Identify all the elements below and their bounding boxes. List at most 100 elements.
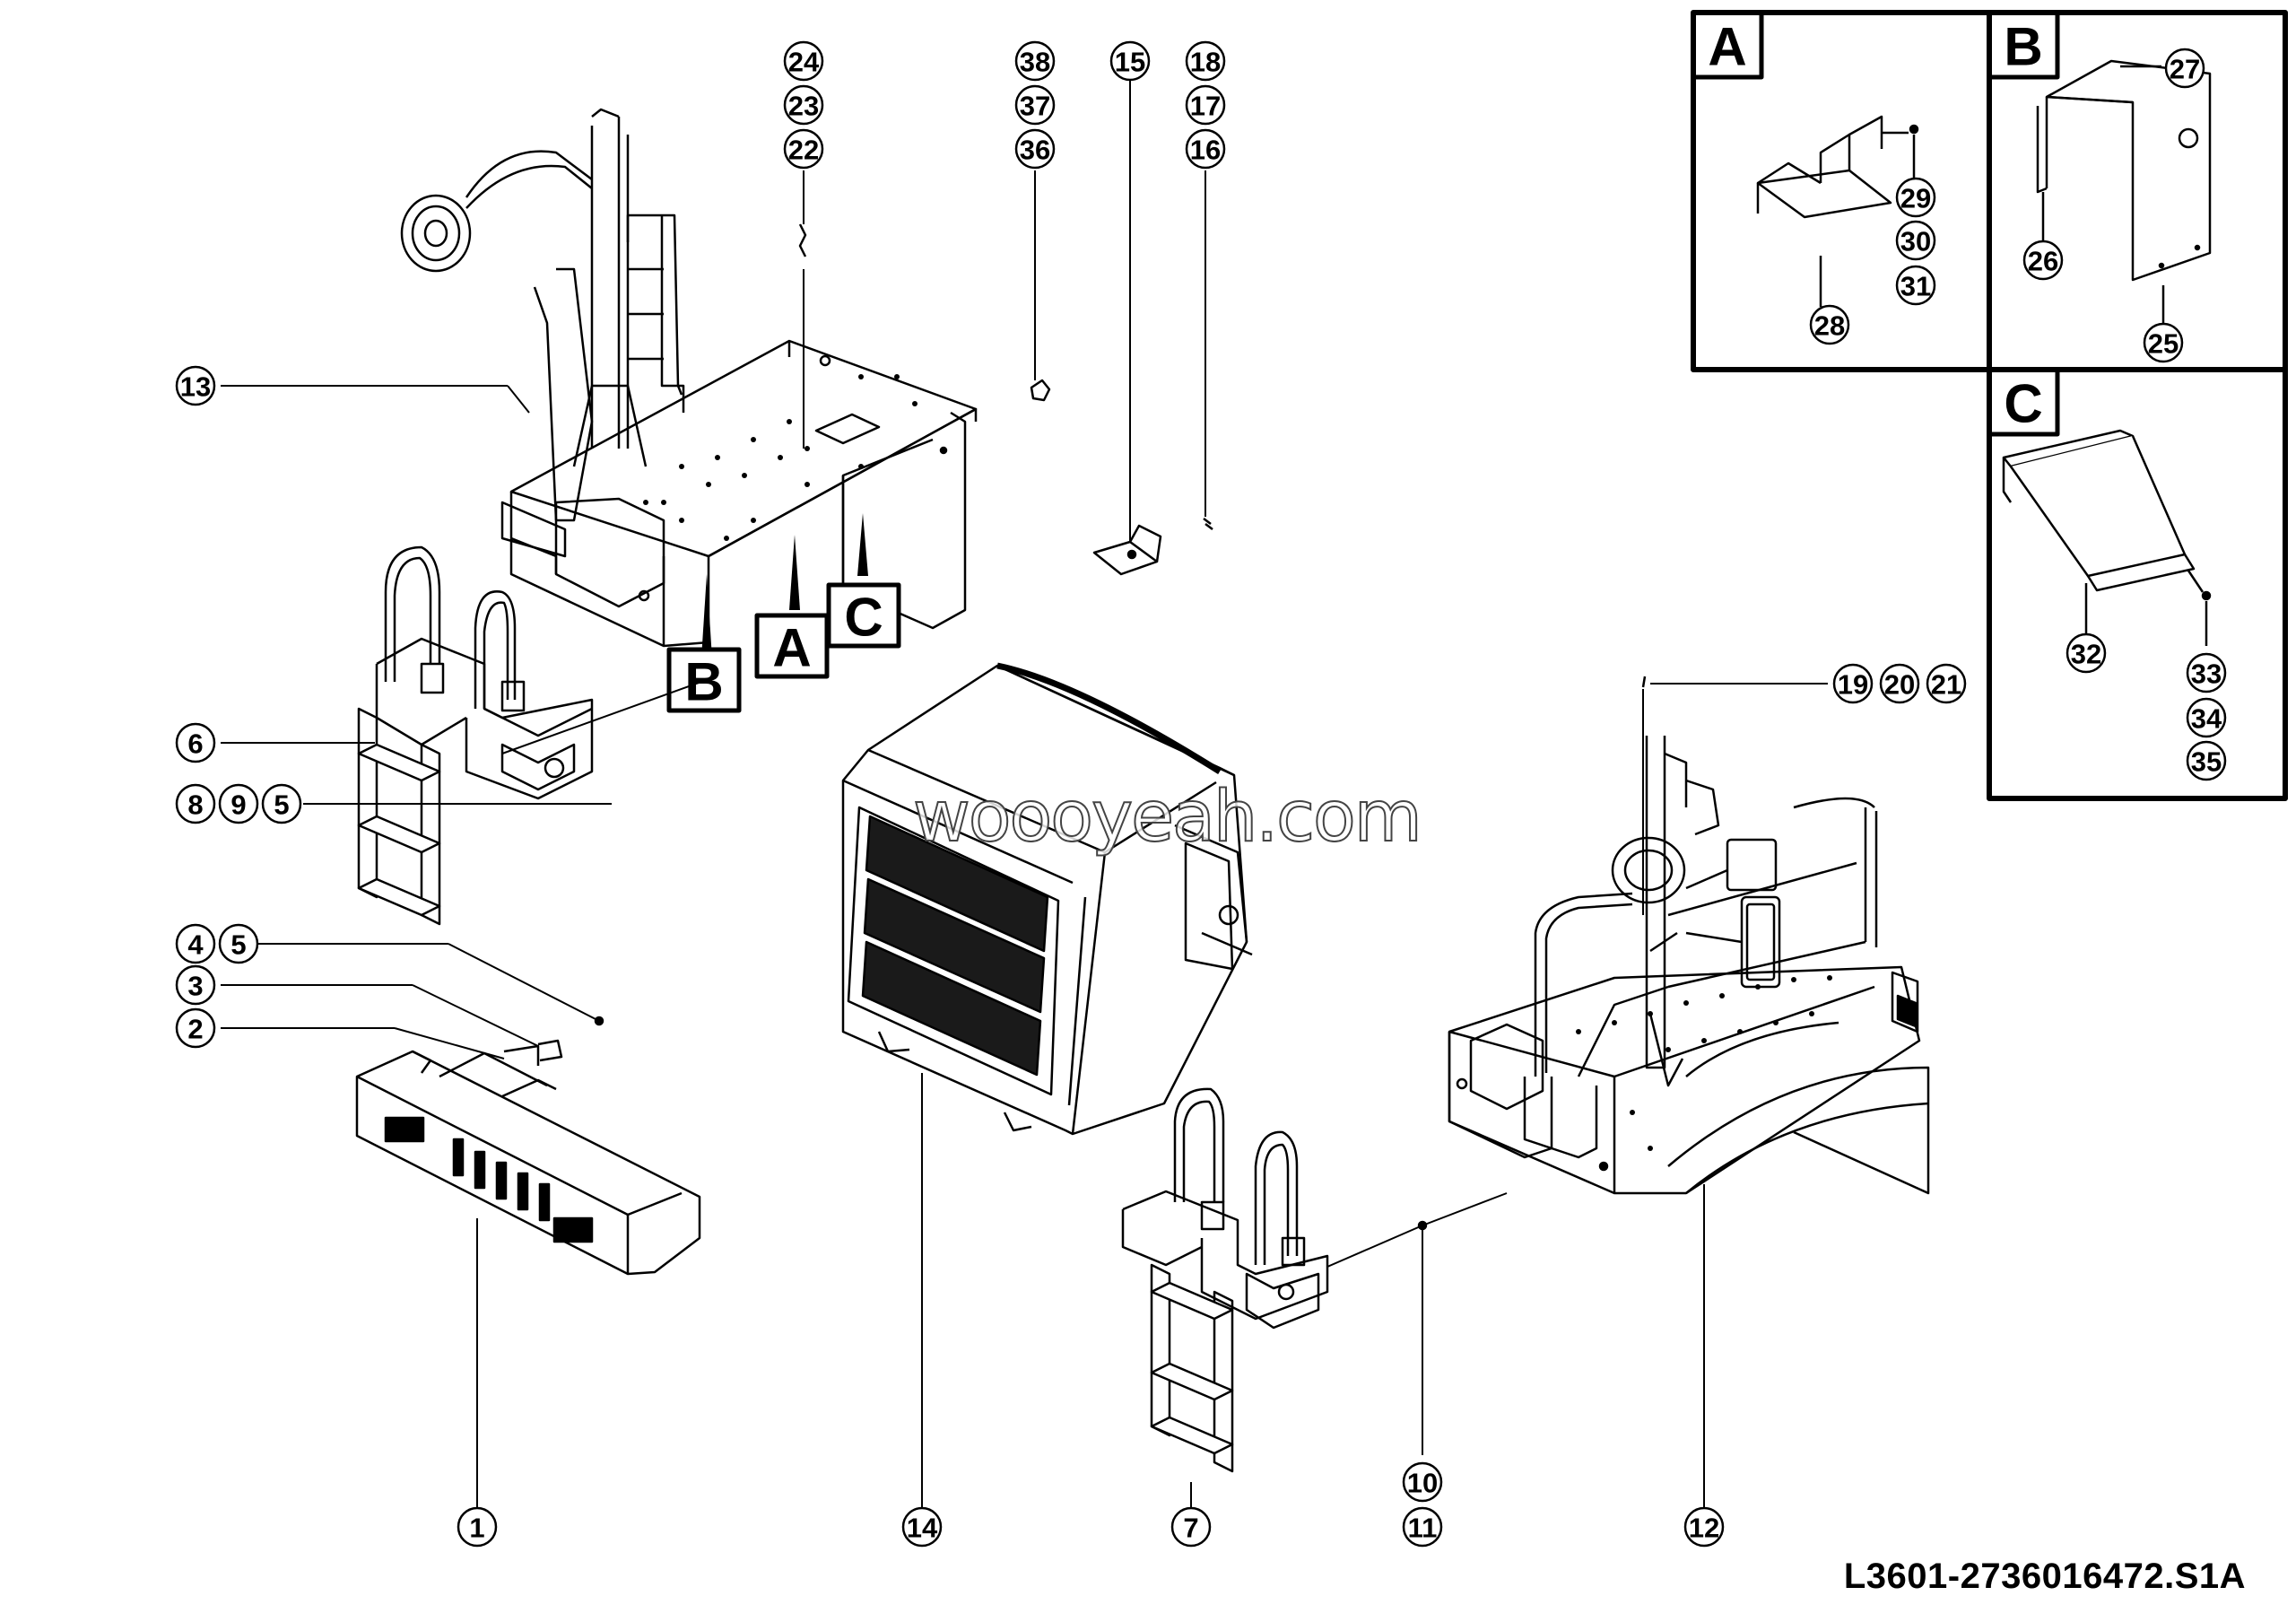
callout-circle-13	[175, 365, 216, 406]
callout-circle-25	[2143, 322, 2184, 363]
callout-circle-2	[175, 1007, 216, 1049]
callout-circle-27	[2164, 48, 2205, 89]
callout-circle-28	[1809, 304, 1850, 345]
callout-label-37: 37	[1020, 91, 1050, 122]
callout-label-3: 3	[187, 971, 203, 1002]
bolt-22	[798, 223, 807, 257]
callout-circle-9	[218, 783, 259, 824]
callout-label-26: 26	[2028, 246, 2058, 277]
radiator-guard	[841, 662, 1253, 1136]
callout-circle-32	[2066, 632, 2107, 674]
detail-view-c	[1987, 367, 2288, 801]
callout-label-1: 1	[469, 1513, 484, 1544]
callout-label-2: 2	[187, 1014, 203, 1045]
callout-label-16: 16	[1190, 135, 1221, 166]
callout-circle-17	[1185, 84, 1226, 126]
leader-lines	[221, 81, 1828, 1507]
callout-label-22: 22	[788, 135, 819, 166]
callout-label-34: 34	[2191, 703, 2222, 735]
rear-frame	[1448, 736, 1930, 1195]
callout-circle-21	[1926, 663, 1967, 704]
callout-circle-26	[2022, 240, 2064, 281]
callout-circle-14	[901, 1506, 943, 1548]
callout-circle-30	[1895, 220, 1936, 261]
detail-letter-a: A	[1708, 17, 1746, 77]
detail-view-a	[1691, 10, 1992, 372]
callout-label-28: 28	[1814, 310, 1845, 342]
callout-circle-29	[1895, 177, 1936, 218]
bracket-15	[1092, 518, 1213, 576]
callout-label-33: 33	[2191, 658, 2222, 690]
callout-label-30: 30	[1900, 226, 1931, 257]
callout-circle-24	[783, 40, 824, 82]
left-step-ladder	[357, 545, 594, 926]
callout-label-23: 23	[788, 91, 819, 122]
callout-circle-23	[783, 84, 824, 126]
view-marker-b-box	[666, 647, 742, 713]
bolt-19	[1641, 676, 1647, 688]
front-bumper	[355, 1050, 701, 1276]
callout-label-11: 11	[1408, 1513, 1438, 1544]
right-step-ladder	[1121, 1087, 1329, 1473]
callout-circle-5	[261, 783, 302, 824]
callout-circle-37	[1014, 84, 1056, 126]
callout-label-8: 8	[187, 789, 203, 821]
callout-label-29: 29	[1900, 183, 1931, 214]
callout-circle-1	[457, 1506, 498, 1548]
callout-label-12: 12	[1689, 1513, 1719, 1544]
watermark: woooyeah.com	[912, 776, 1423, 859]
callout-label-27: 27	[2170, 54, 2200, 85]
callout-circle-22	[783, 128, 824, 170]
callout-label-15: 15	[1115, 47, 1145, 78]
callout-circle-20	[1879, 663, 1920, 704]
view-marker-b: B	[684, 652, 723, 712]
callout-circle-12	[1683, 1506, 1725, 1548]
view-marker-a: A	[772, 618, 811, 678]
callout-circle-10	[1402, 1461, 1443, 1503]
plug-36	[1030, 379, 1051, 402]
callout-circle-15	[1109, 40, 1151, 82]
callout-circle-35	[2186, 740, 2227, 781]
view-marker-c-box	[826, 582, 901, 649]
callout-label-24: 24	[788, 47, 820, 78]
callout-label-19: 19	[1838, 669, 1868, 701]
callout-label-20: 20	[1884, 669, 1915, 701]
view-marker-c: C	[844, 588, 883, 648]
callout-label-4: 4	[187, 929, 204, 961]
callout-label-13: 13	[180, 371, 211, 403]
callout-label-10: 10	[1407, 1468, 1438, 1499]
callout-circle-38	[1014, 40, 1056, 82]
view-marker-leaders	[701, 513, 868, 658]
frame-platform	[400, 108, 978, 648]
callout-label-18: 18	[1190, 47, 1221, 78]
callout-label-6: 6	[187, 728, 203, 760]
callout-circle-3	[175, 964, 216, 1006]
callout-circle-36	[1014, 128, 1056, 170]
drawing-code: L3601-2736016472.S1A	[1843, 1557, 2246, 1596]
callout-circle-34	[2186, 697, 2227, 738]
callout-label-32: 32	[2071, 639, 2101, 670]
callout-label-14: 14	[907, 1513, 938, 1544]
callout-label-36: 36	[1020, 135, 1050, 166]
callout-circle-4	[175, 923, 216, 964]
callout-label-9: 9	[230, 789, 246, 821]
callout-label-7: 7	[1183, 1513, 1198, 1544]
callout-circle-8	[175, 783, 216, 824]
detail-letter-b: B	[2004, 17, 2042, 77]
callout-label-35: 35	[2191, 746, 2222, 778]
callout-label-25: 25	[2148, 328, 2179, 360]
callout-circle-16	[1185, 128, 1226, 170]
callout-circle-31	[1895, 265, 1936, 306]
detail-letter-c: C	[2004, 374, 2042, 434]
callout-circle-19	[1832, 663, 1874, 704]
callout-circle-5	[218, 923, 259, 964]
callout-label-5: 5	[230, 929, 246, 961]
callout-label-38: 38	[1020, 47, 1050, 78]
callout-label-17: 17	[1190, 91, 1221, 122]
callout-circle-6	[175, 722, 216, 763]
bumper-brackets	[503, 1016, 604, 1066]
callout-circle-11	[1402, 1506, 1443, 1548]
callout-label-5: 5	[274, 789, 289, 821]
callout-circle-7	[1170, 1506, 1212, 1548]
